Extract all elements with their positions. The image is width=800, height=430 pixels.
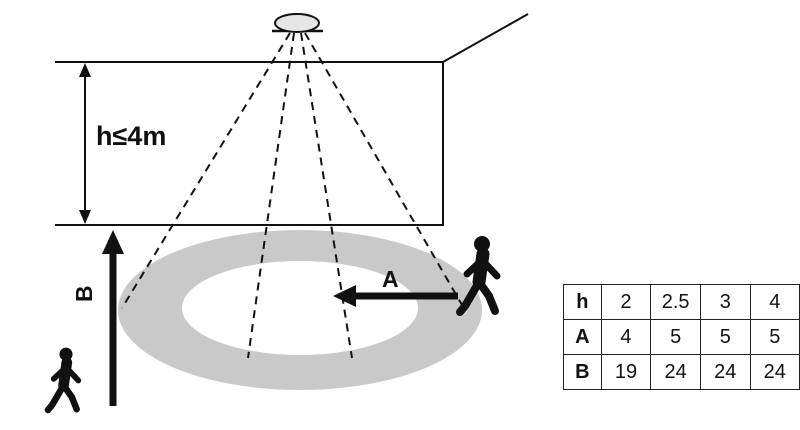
table-cell: 24 [650, 354, 702, 390]
table-row: B 19 24 24 24 [563, 354, 800, 390]
table-row-label: A [563, 319, 602, 355]
table-cell: 3 [700, 284, 751, 320]
table-row-label: h [563, 284, 602, 320]
height-label: h≤4m [96, 121, 166, 151]
table-cell: 4 [749, 284, 800, 320]
table-cell: 4 [600, 319, 652, 355]
table-row: A 4 5 5 5 [563, 319, 800, 355]
room-outline [55, 13, 529, 226]
table-cell: 2 [600, 284, 652, 320]
table-row-label: B [563, 354, 602, 390]
table-cell: 19 [600, 354, 652, 390]
arrow-a-label: A [382, 266, 399, 292]
detection-ring [118, 230, 482, 390]
table-cell: 5 [700, 319, 751, 355]
table-row: h 2 2.5 3 4 [563, 284, 800, 320]
table-cell: 5 [749, 319, 800, 355]
table-cell: 24 [700, 354, 751, 390]
table-cell: 2.5 [650, 284, 702, 320]
arrow-b [102, 230, 124, 406]
height-arrow [79, 63, 91, 224]
detection-beam-lines [121, 32, 463, 359]
table-cell: 5 [650, 319, 702, 355]
reach-table: h 2 2.5 3 4 A 4 5 5 5 B 19 24 24 24 [563, 284, 800, 390]
walking-person-left-icon [48, 348, 78, 410]
ceiling-sensor-icon [272, 13, 323, 33]
table-cell: 24 [749, 354, 800, 390]
arrow-a [333, 285, 458, 307]
arrow-b-label: B [71, 285, 97, 302]
